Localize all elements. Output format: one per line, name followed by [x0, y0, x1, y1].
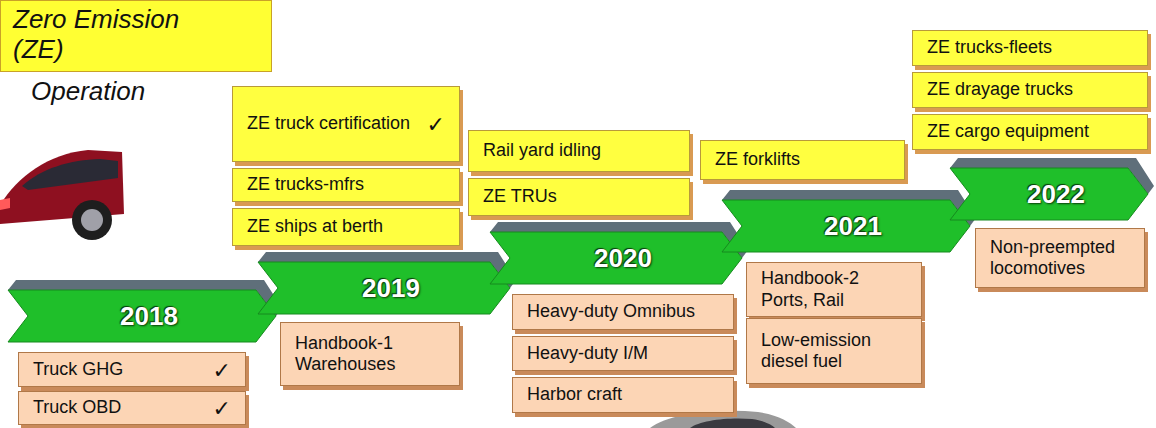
car-body	[650, 411, 796, 428]
title-box: Zero Emission (ZE)Operation	[0, 0, 272, 72]
measure-label: ZE cargo equipment	[927, 121, 1089, 142]
year-label-holder: 2019	[258, 262, 510, 314]
measure-label: ZE trucks-mfrs	[247, 174, 364, 195]
measure-label: ZE drayage trucks	[927, 79, 1073, 100]
measure-label: ZE TRUs	[483, 186, 557, 207]
grey-car	[650, 411, 796, 428]
measure-box: Truck GHG ✓	[18, 352, 246, 387]
measure-box: Low-emission diesel fuel	[746, 318, 922, 384]
car-window	[690, 418, 775, 428]
measure-label: Heavy-duty Omnibus	[527, 301, 695, 322]
measure-box: Handbook-2 Ports, Rail	[746, 262, 922, 317]
measure-box: Handbook-1 Warehouses	[280, 322, 460, 386]
year-label-holder: 2021	[722, 200, 970, 252]
chevron-body	[950, 168, 1148, 220]
measure-label: Heavy-duty I/M	[527, 343, 648, 364]
car-light	[0, 198, 10, 210]
year-label-holder: 2018	[8, 290, 276, 342]
ze-measure-box: ZE trucks-mfrs	[232, 168, 460, 202]
subtitle-text: Operation	[31, 77, 145, 107]
measure-box: Truck OBD ✓	[18, 391, 246, 425]
car-window	[22, 159, 118, 190]
measure-label: ZE ships at berth	[247, 216, 383, 237]
ze-measure-box: ZE cargo equipment	[912, 114, 1148, 150]
ze-measure-box: ZE truck certification ✓	[232, 86, 460, 162]
red-car	[0, 150, 124, 240]
chevron-body	[490, 232, 742, 284]
ze-measure-box: Rail yard idling	[468, 130, 690, 172]
title-text: Zero Emission (ZE)	[13, 5, 221, 65]
measure-label: ZE trucks-fleets	[927, 37, 1052, 58]
year-chevron: 2021	[722, 200, 970, 252]
year-label: 2020	[594, 243, 652, 274]
ze-measure-box: ZE trucks-fleets	[912, 30, 1148, 66]
year-chevron: 2022	[950, 168, 1148, 220]
year-label: 2019	[362, 273, 420, 304]
ze-measure-box: ZE TRUs	[468, 178, 690, 216]
year-label: 2018	[120, 301, 178, 332]
measure-label: ZE truck certification	[247, 113, 410, 134]
year-chevron: 2020	[490, 232, 742, 284]
check-mark: ✓	[213, 396, 231, 421]
measure-label: Harbor craft	[527, 384, 622, 405]
ze-measure-box: ZE ships at berth	[232, 208, 460, 246]
measure-label: Truck OBD	[33, 397, 121, 418]
chevron-body	[8, 290, 276, 342]
measure-label: Low-emission diesel fuel	[761, 330, 907, 372]
measure-box: Harbor craft	[512, 377, 734, 413]
year-label: 2022	[1027, 179, 1085, 210]
year-label-holder: 2022	[950, 168, 1148, 220]
measure-label: Handbook-1 Warehouses	[295, 333, 445, 375]
check-mark: ✓	[427, 112, 445, 137]
ze-measure-box: ZE drayage trucks	[912, 72, 1148, 108]
measure-label: ZE forklifts	[715, 149, 800, 170]
year-chevron: 2019	[258, 262, 510, 314]
measure-box: Non-preempted locomotives	[975, 228, 1145, 288]
measure-label: Rail yard idling	[483, 140, 601, 161]
ze-measure-box: ZE forklifts	[700, 140, 905, 180]
chevron-body	[722, 200, 970, 252]
check-mark: ✓	[213, 357, 231, 382]
measure-label: Handbook-2 Ports, Rail	[761, 268, 907, 310]
car-wheel	[72, 200, 112, 240]
measure-box: Heavy-duty I/M	[512, 336, 734, 371]
measure-label: Truck GHG	[33, 359, 123, 380]
measure-label: Non-preempted locomotives	[990, 237, 1130, 279]
chevron-body	[258, 262, 510, 314]
year-label-holder: 2020	[490, 232, 742, 284]
car-hub	[81, 209, 103, 231]
year-label: 2021	[824, 211, 882, 242]
year-chevron: 2018	[8, 290, 276, 342]
measure-box: Heavy-duty Omnibus	[512, 294, 734, 330]
